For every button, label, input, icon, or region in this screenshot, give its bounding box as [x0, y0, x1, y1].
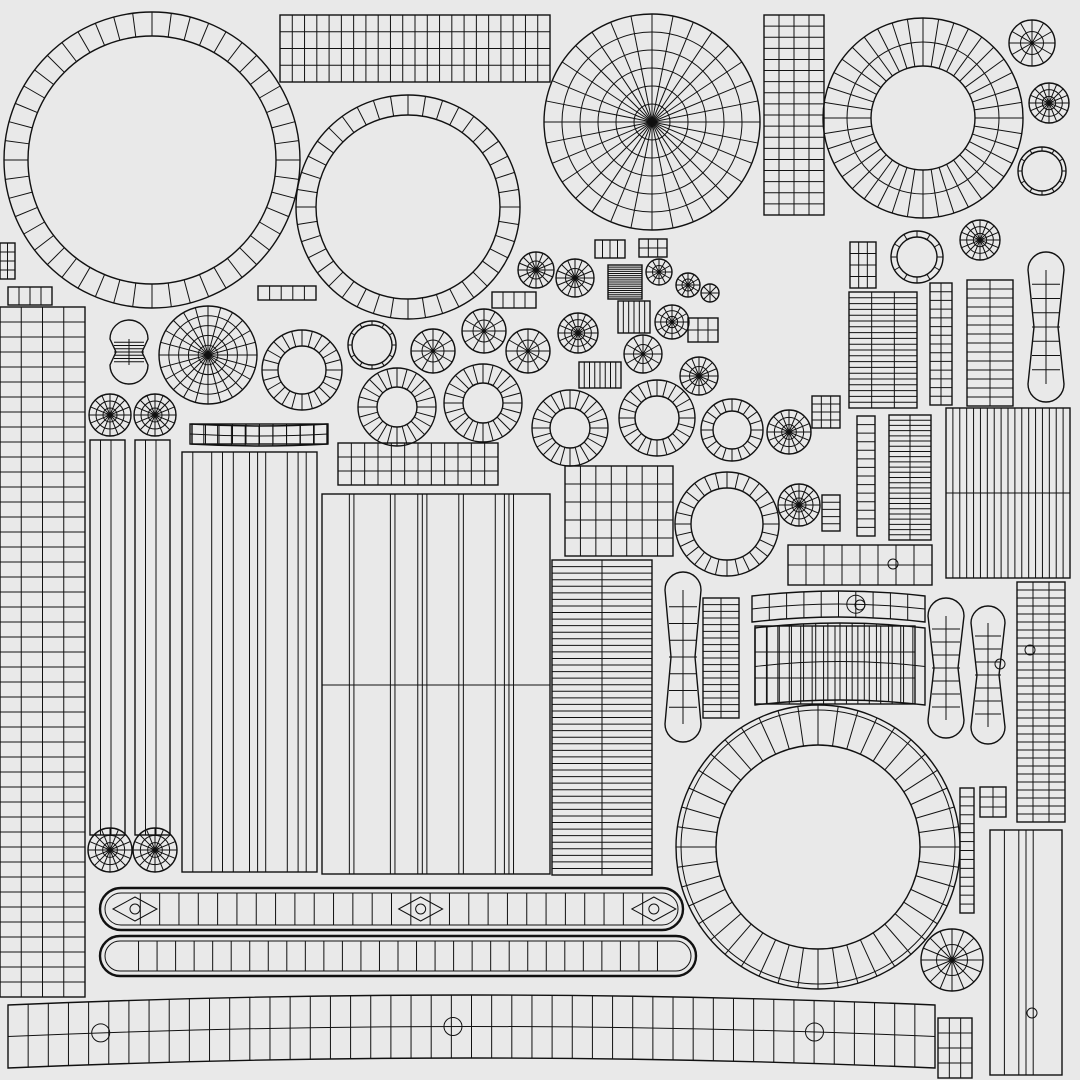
- uv-link-mid: [927, 597, 965, 739]
- uv-ring-tiny-3: [1017, 146, 1067, 196]
- uv-patch-3: [578, 361, 622, 389]
- uv-disc-8: [410, 328, 456, 374]
- uv-plank-1: [89, 439, 126, 836]
- uv-disc-6: [517, 251, 555, 289]
- uv-disc-13: [654, 304, 690, 340]
- uv-disc-1: [158, 305, 258, 405]
- uv-ring-thick-tr: [822, 17, 1024, 219]
- uv-disc-21: [675, 272, 701, 298]
- uv-disc-20: [645, 258, 673, 286]
- uv-link-far-right: [1027, 251, 1065, 403]
- uv-ring-small-4: [531, 389, 609, 467]
- uv-plank-right-bottom: [989, 829, 1063, 1076]
- uv-strip-right-tall: [1016, 581, 1066, 823]
- uv-hub-marker-3: [994, 658, 1006, 670]
- uv-disc-3: [133, 393, 177, 437]
- uv-patch-17: [937, 1017, 973, 1079]
- uv-ring-small-5: [618, 379, 696, 457]
- uv-strip-top-narrow: [763, 14, 825, 216]
- uv-ring-small-6: [700, 398, 764, 462]
- uv-disc-23: [1008, 19, 1056, 67]
- uv-ring-tiny-1: [347, 320, 397, 370]
- uv-ring-large-mid: [295, 94, 521, 320]
- uv-arc-band-curve: [754, 622, 926, 706]
- uv-arc-band-small: [189, 423, 329, 447]
- uv-hub-marker-4: [1024, 644, 1036, 656]
- uv-strip-mid: [564, 465, 674, 557]
- uv-disc-22: [700, 283, 720, 303]
- uv-plank-wide: [181, 451, 318, 873]
- uv-strip-thin-4: [702, 597, 740, 719]
- uv-disc-large: [543, 13, 761, 231]
- uv-patch-13: [979, 786, 1007, 818]
- uv-ring-tiny-2: [890, 230, 944, 284]
- uv-plank-2: [134, 439, 171, 836]
- uv-strip-left-tall: [0, 306, 86, 998]
- uv-patch-2: [617, 300, 651, 334]
- uv-patch-11: [337, 442, 499, 486]
- uv-plank-panel: [321, 493, 551, 875]
- uv-patch-5: [811, 395, 841, 429]
- uv-disc-12: [623, 334, 663, 374]
- uv-disc-19: [920, 928, 984, 992]
- uv-hub-marker-5: [1026, 1007, 1038, 1019]
- uv-patch-4: [687, 317, 719, 343]
- uv-disc-7: [555, 258, 595, 298]
- uv-ring-large-tl: [3, 11, 301, 309]
- uv-ring-small-1: [261, 329, 343, 411]
- uv-strip-thin-2: [966, 279, 1014, 407]
- uv-strip-block-2: [888, 414, 932, 541]
- uv-disc-2: [88, 393, 132, 437]
- uv-strip-right-block: [945, 407, 1071, 579]
- uv-link-right: [970, 605, 1006, 745]
- uv-strip-thin-3: [856, 415, 876, 537]
- uv-disc-18: [1028, 82, 1070, 124]
- uv-patch-7: [638, 238, 668, 258]
- uv-arc-band-bottom: [7, 994, 936, 1069]
- uv-patch-12: [821, 494, 841, 532]
- uv-strip-center-tall: [551, 559, 653, 876]
- uv-link-small: [109, 319, 149, 385]
- uv-patch-16: [0, 242, 16, 280]
- uv-patch-15: [7, 286, 53, 306]
- uv-patch-9: [491, 291, 537, 309]
- uv-disc-9: [461, 308, 507, 354]
- uv-strip-thin-5: [959, 787, 975, 914]
- uv-disc-10: [505, 328, 551, 374]
- uv-ring-large-br: [675, 704, 961, 990]
- uv-ring-small-3: [443, 363, 523, 443]
- uv-ring-small-2: [357, 367, 437, 447]
- uv-strip-thin-1: [929, 282, 953, 406]
- uv-strip-hex-holder: [787, 544, 933, 586]
- uv-patch-1: [607, 264, 643, 300]
- uv-ring-mid: [674, 471, 780, 577]
- uv-patch-8: [594, 239, 626, 259]
- uv-patch-14: [257, 285, 317, 301]
- uv-arc-band-hex: [751, 590, 926, 623]
- uv-patch-6: [849, 241, 877, 289]
- uv-disc-16: [777, 483, 821, 527]
- uv-hub-marker-1: [887, 558, 899, 570]
- uv-disc-11: [557, 312, 599, 354]
- uv-capsule-top: [98, 886, 685, 932]
- uv-disc-15: [766, 409, 812, 455]
- uv-capsule-bottom: [98, 934, 698, 978]
- uv-strip-top: [279, 14, 551, 83]
- uv-disc-17: [959, 219, 1001, 261]
- uv-strip-block-1: [848, 291, 918, 409]
- uv-hub-marker-2: [854, 599, 866, 611]
- uv-disc-14: [679, 356, 719, 396]
- uv-link-left: [664, 571, 702, 743]
